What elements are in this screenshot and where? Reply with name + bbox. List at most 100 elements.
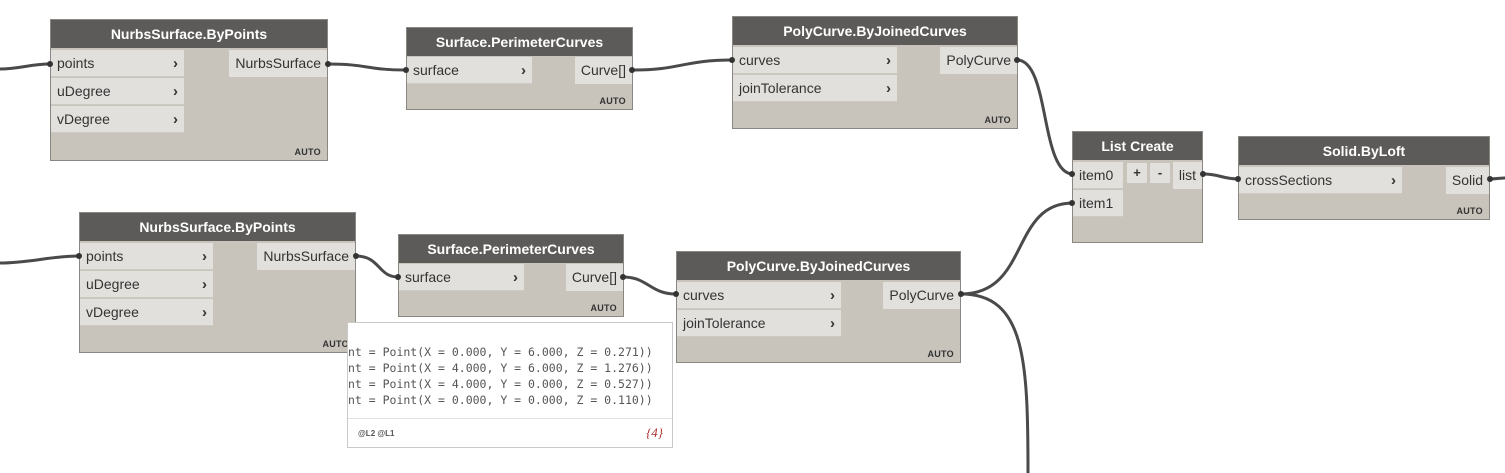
lacing-label[interactable]: AUTO [927,349,954,359]
output-port-solid[interactable]: Solid [1445,167,1489,194]
lacing-label[interactable]: AUTO [590,303,617,313]
surface-perimeter-curves-node-1[interactable]: Surface.PerimeterCurves surface› Curve[]… [406,27,633,110]
port-dot [629,67,635,73]
output-port-curves[interactable]: Curve[] [574,57,632,84]
port-dot [395,274,401,280]
output-port-list[interactable]: list [1172,162,1202,189]
chevron-right-icon: › [173,83,178,100]
input-port-surface[interactable]: surface› [399,264,524,291]
lacing-label[interactable]: AUTO [984,115,1011,125]
chevron-right-icon: › [1391,172,1396,189]
node-title: NurbsSurface.ByPoints [51,20,327,48]
input-port-points[interactable]: points › [80,243,213,270]
input-port-surface[interactable]: surface› [407,57,532,84]
node-title: PolyCurve.ByJoinedCurves [733,17,1017,45]
input-port-points[interactable]: points › [51,50,184,77]
input-port-udegree[interactable]: uDegree › [80,271,213,298]
wire-nurbs1-perim1 [327,62,407,72]
input-port-udegree[interactable]: uDegree › [51,78,184,105]
chevron-right-icon: › [173,111,178,128]
wire-input-nurbs1 [0,62,51,71]
node-title: PolyCurve.ByJoinedCurves [677,252,960,280]
preview-line: nt = Point(X = 0.000, Y = 6.000, Z = 0.2… [348,345,653,359]
list-create-node[interactable]: List Create item0 item1 + - list [1072,131,1203,243]
lacing-label[interactable]: AUTO [599,96,626,106]
port-label: uDegree [57,83,111,99]
node-title: NurbsSurface.ByPoints [80,213,355,241]
wire-poly2-listcreate [960,201,1074,296]
solid-by-loft-node[interactable]: Solid.ByLoft crossSections › Solid AUTO [1238,136,1490,220]
port-dot [620,274,626,280]
nurbs-surface-by-points-node-2[interactable]: NurbsSurface.ByPoints points › uDegree › v… [79,212,356,353]
port-label: joinTolerance [739,80,822,96]
port-label: points [86,248,124,264]
chevron-right-icon: › [830,287,835,304]
lacing-label[interactable]: AUTO [1456,206,1483,216]
port-label: uDegree [86,276,140,292]
polycurve-by-joined-curves-node-2[interactable]: PolyCurve.ByJoinedCurves curves › joinTol… [676,251,961,363]
port-dot [47,61,53,67]
input-port-curves[interactable]: curves › [733,47,897,74]
list-levels-label[interactable]: @L2 @L1 [358,429,395,438]
chevron-right-icon: › [886,80,891,97]
node-title: Surface.PerimeterCurves [407,28,632,56]
wire-input-nurbs2 [0,254,80,265]
port-label: points [57,55,95,71]
chevron-right-icon: › [886,52,891,69]
input-port-curves[interactable]: curves › [677,282,841,309]
lacing-label[interactable]: AUTO [294,147,321,157]
lacing-label[interactable]: AUTO [322,339,349,349]
port-label: joinTolerance [683,315,766,331]
port-dot [958,291,964,297]
port-label: crossSections [1245,172,1333,188]
wire-perim1-poly1 [631,58,734,72]
output-port-polycurve[interactable]: PolyCurve [940,47,1017,74]
preview-line: nt = Point(X = 0.000, Y = 0.000, Z = 0.1… [348,393,653,407]
port-dot [1069,200,1075,206]
preview-line: nt = Point(X = 4.000, Y = 0.000, Z = 0.5… [348,377,653,391]
remove-input-button[interactable]: - [1150,163,1170,183]
input-port-jointolerance[interactable]: joinTolerance › [733,75,897,102]
port-dot [673,291,679,297]
wire-nurbs2-perim2 [355,254,399,279]
port-label: vDegree [86,304,139,320]
output-port-polycurve[interactable]: PolyCurve [883,282,960,309]
input-port-crosssections[interactable]: crossSections › [1239,167,1402,194]
data-preview-bubble[interactable]: nt = Point(X = 0.000, Y = 6.000, Z = 0.2… [347,322,673,448]
input-port-jointolerance[interactable]: joinTolerance › [677,310,841,337]
port-dot [353,253,359,259]
chevron-right-icon: › [202,248,207,265]
chevron-right-icon: › [173,55,178,72]
input-port-vdegree[interactable]: vDegree › [80,299,213,326]
node-title: Solid.ByLoft [1239,137,1489,165]
port-label: curves [739,52,781,68]
item-count-label: {4} [646,425,663,440]
port-dot [1014,57,1020,63]
port-label: surface [405,269,451,285]
port-dot [1069,171,1075,177]
output-port-nurbssurface[interactable]: NurbsSurface [229,50,327,77]
output-port-curves[interactable]: Curve[] [565,264,623,291]
add-input-button[interactable]: + [1127,163,1147,183]
node-title: List Create [1073,132,1202,160]
chevron-right-icon: › [830,315,835,332]
port-label: curves [683,287,725,303]
port-dot [1200,171,1206,177]
chevron-right-icon: › [202,304,207,321]
preview-footer: @L2 @L1 {4} [348,418,672,447]
port-label: item1 [1079,195,1114,211]
output-port-nurbssurface[interactable]: NurbsSurface [257,243,355,270]
input-port-item1[interactable]: item1 [1073,190,1123,217]
port-label: vDegree [57,111,110,127]
port-dot [1235,176,1241,182]
polycurve-by-joined-curves-node-1[interactable]: PolyCurve.ByJoinedCurves curves › joinTol… [732,16,1018,129]
input-port-item0[interactable]: item0 [1073,162,1123,189]
nurbs-surface-by-points-node-1[interactable]: NurbsSurface.ByPoints points › uDegree › v… [50,19,328,161]
port-label: surface [413,62,459,78]
port-dot [76,253,82,259]
chevron-right-icon: › [202,276,207,293]
surface-perimeter-curves-node-2[interactable]: Surface.PerimeterCurves surface› Curve[]… [398,234,624,317]
port-dot [325,61,331,67]
input-port-vdegree[interactable]: vDegree › [51,106,184,133]
port-dot [729,57,735,63]
